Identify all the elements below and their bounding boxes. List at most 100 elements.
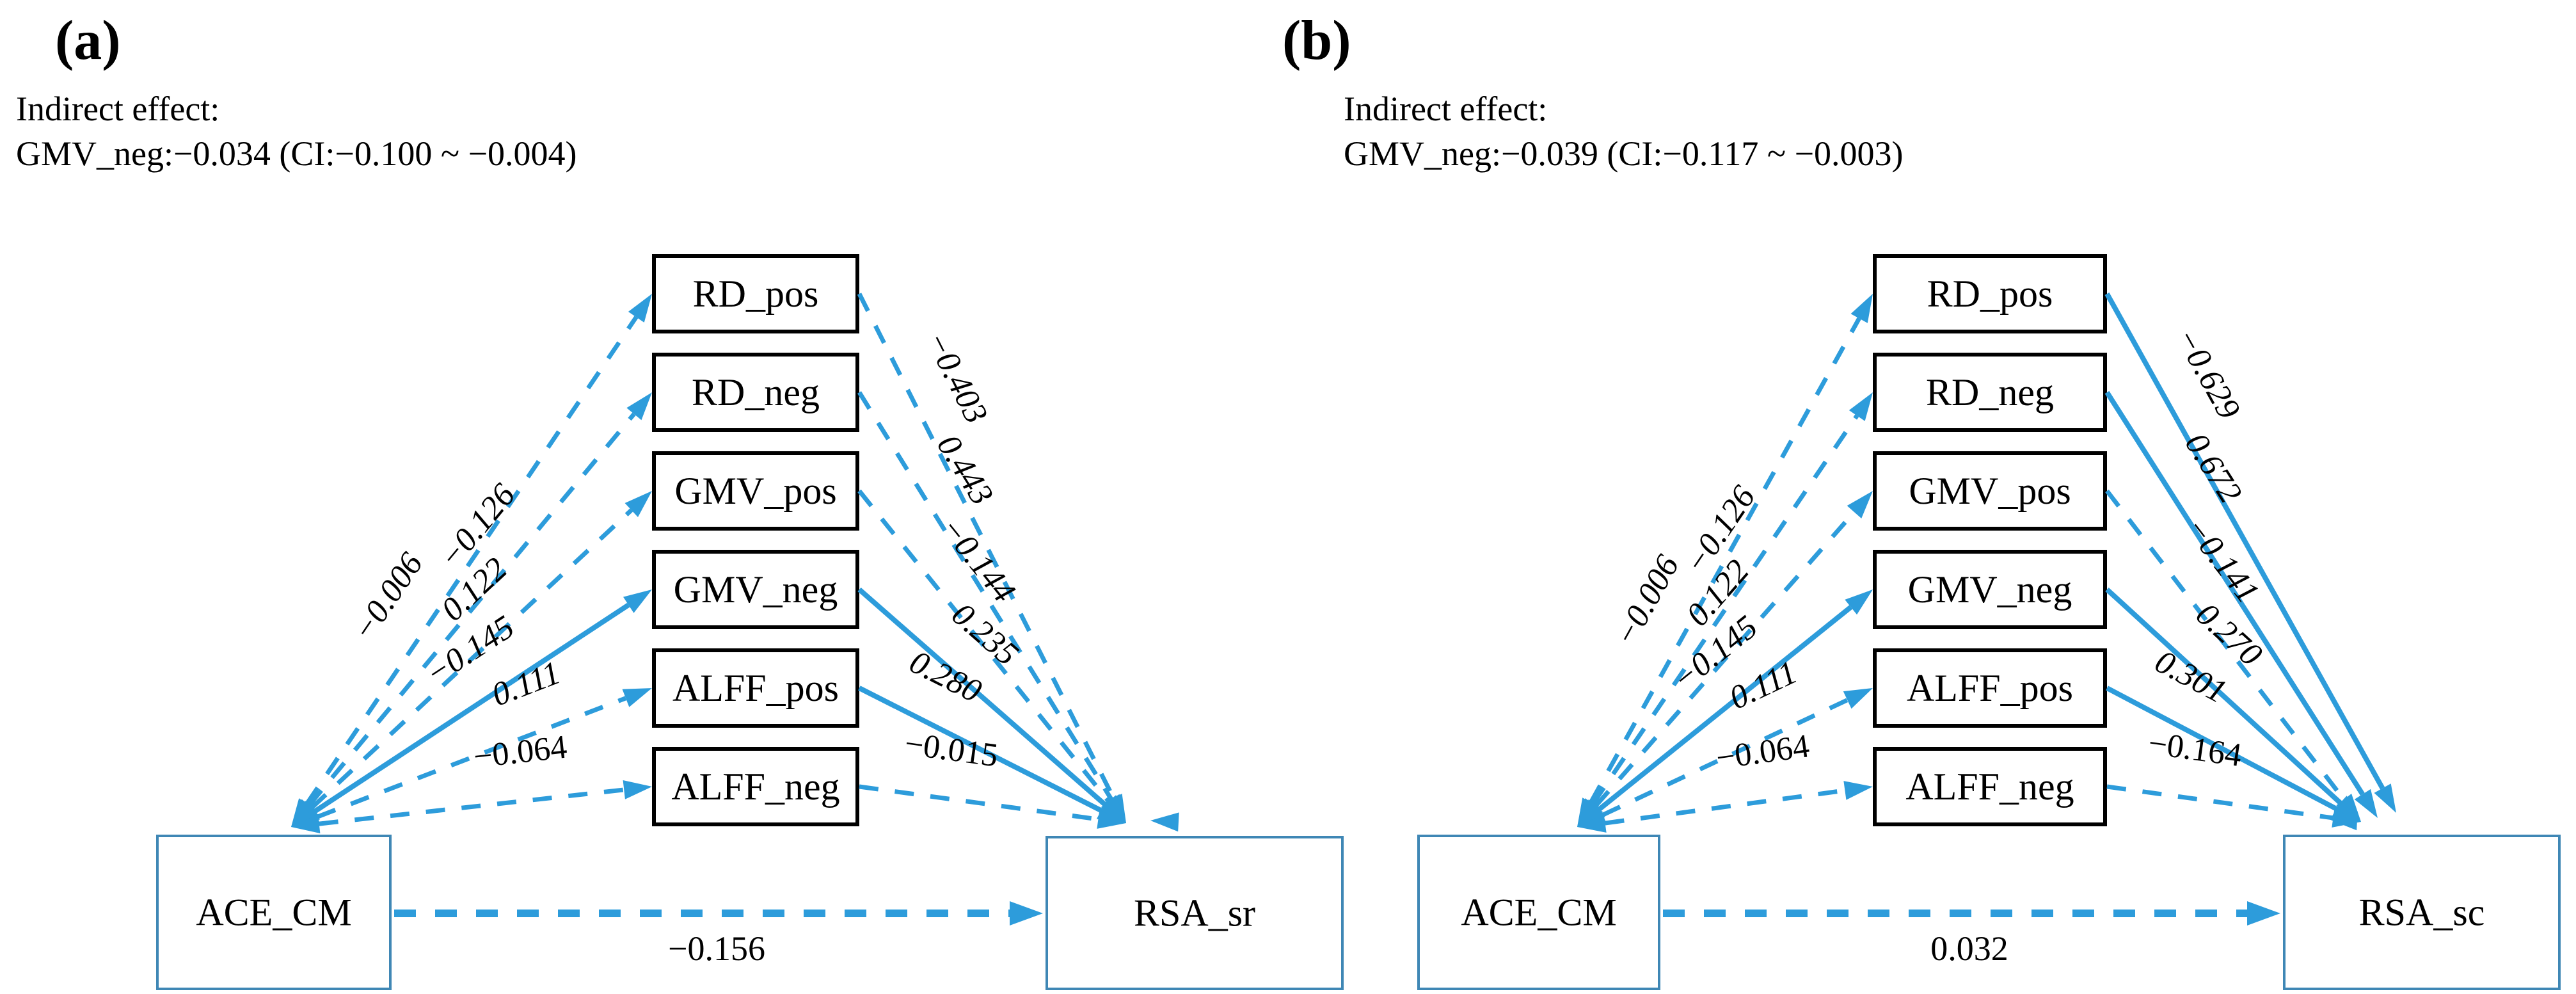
arrowhead-icon bbox=[623, 589, 652, 613]
mediator-label: ALFF_pos bbox=[1907, 667, 2073, 709]
direct-path-label: −0.156 bbox=[668, 929, 765, 968]
arrowhead-icon bbox=[622, 688, 652, 707]
arrowhead-icon bbox=[1850, 294, 1873, 323]
a-path-label: −0.006 bbox=[1607, 549, 1687, 652]
b-path-label: −0.015 bbox=[902, 725, 1000, 774]
arrowhead-icon bbox=[624, 491, 652, 517]
mediator-label: ALFF_pos bbox=[672, 667, 839, 709]
a-path-line bbox=[1594, 510, 1856, 808]
a-path-line bbox=[305, 316, 639, 805]
panel-b: (b) Indirect effect: GMV_neg:−0.039 (CI:−0… bbox=[1282, 10, 2561, 990]
a-path-line bbox=[307, 412, 636, 807]
b-path-line bbox=[2105, 588, 2342, 805]
b-path-label: 0.235 bbox=[945, 596, 1026, 673]
predictor-box bbox=[156, 835, 392, 990]
arrowhead-icon bbox=[1845, 589, 1873, 615]
b-path-line bbox=[2105, 489, 2346, 801]
arrowhead-icon bbox=[1577, 814, 1607, 833]
panel-a: (a)Indirect effect:GMV_neg:−0.034 (CI:−0… bbox=[16, 10, 1344, 990]
arrowhead-icon bbox=[291, 814, 321, 834]
a-path-label: −0.064 bbox=[1714, 728, 1812, 776]
a-path-label: 0.111 bbox=[487, 655, 565, 714]
b-path-line bbox=[2106, 685, 2337, 812]
b-path-line bbox=[857, 489, 1111, 803]
b-path-line bbox=[859, 784, 1099, 822]
b-path-line bbox=[858, 685, 1102, 813]
direct-path-label: 0.032 bbox=[1930, 929, 2008, 968]
mediator-box bbox=[652, 254, 859, 333]
outcome-box bbox=[1046, 836, 1344, 990]
mediator-label: ALFF_neg bbox=[1905, 766, 2074, 808]
b-path-label: −0.403 bbox=[918, 326, 994, 429]
indirect-effect-line1: Indirect effect: bbox=[1344, 90, 1547, 128]
mediator-box bbox=[652, 550, 859, 629]
b-path-line bbox=[2106, 784, 2334, 821]
indirect-effect-line2: GMV_neg:−0.034 (CI:−0.100 ~ −0.004) bbox=[16, 134, 577, 173]
b-path-label: 0.672 bbox=[2178, 427, 2249, 509]
arrowhead-icon bbox=[1843, 688, 1873, 709]
mediator-label: RD_pos bbox=[693, 273, 819, 315]
indirect-effect-line2: GMV_neg:−0.039 (CI:−0.117 ~ −0.003) bbox=[1344, 134, 1904, 173]
mediator-label: RD_neg bbox=[1926, 371, 2054, 413]
mediator-box bbox=[1873, 648, 2107, 728]
mediator-box bbox=[1873, 353, 2107, 432]
a-path-line bbox=[313, 602, 630, 814]
a-path-line bbox=[310, 508, 633, 810]
mediator-box bbox=[1873, 747, 2107, 826]
arrowhead-icon bbox=[1847, 491, 1873, 518]
mediator-box bbox=[652, 648, 859, 728]
arrowhead-icon bbox=[623, 780, 652, 799]
indirect-effect-line1: Indirect effect: bbox=[16, 90, 219, 128]
reverse-arrowhead-icon bbox=[2329, 811, 2358, 831]
arrowhead-icon bbox=[1097, 810, 1126, 829]
predictor-label: ACE_CM bbox=[196, 892, 351, 934]
mediator-label: RD_pos bbox=[1927, 273, 2053, 315]
a-path-line bbox=[319, 787, 624, 826]
a-path-label: −0.126 bbox=[432, 477, 522, 575]
mediator-label: GMV_neg bbox=[1908, 568, 2072, 611]
arrowhead-icon bbox=[628, 294, 652, 323]
outcome-label: RSA_sc bbox=[2359, 892, 2485, 934]
arrowhead-icon bbox=[1849, 392, 1873, 421]
a-path-line bbox=[1602, 698, 1849, 817]
b-path-label: 0.280 bbox=[904, 644, 987, 710]
b-path-label: 0.301 bbox=[2149, 643, 2232, 710]
b-path-line bbox=[857, 587, 1107, 807]
a-path-line bbox=[1605, 788, 1845, 826]
mediator-box bbox=[652, 451, 859, 531]
arrowhead-icon bbox=[1843, 781, 1873, 800]
arrowhead-icon bbox=[2354, 789, 2378, 818]
a-path-label: −0.064 bbox=[472, 729, 569, 776]
mediator-label: RD_neg bbox=[692, 371, 820, 413]
arrowhead-icon bbox=[626, 392, 652, 421]
direct-arrowhead-icon bbox=[2247, 901, 2280, 926]
b-path-line bbox=[2104, 293, 2385, 790]
direct-arrowhead-icon bbox=[1010, 901, 1043, 926]
mediator-box bbox=[1873, 451, 2107, 531]
predictor-box bbox=[1417, 835, 1660, 990]
a-path-label: −0.006 bbox=[346, 547, 430, 648]
mediator-label: GMV_pos bbox=[674, 470, 836, 512]
mediator-box bbox=[652, 353, 859, 432]
mediator-label: GMV_pos bbox=[1909, 470, 2071, 512]
a-path-line bbox=[1591, 414, 1859, 805]
panel-label: (b) bbox=[1282, 10, 1351, 72]
mediator-label: ALFF_neg bbox=[671, 766, 839, 808]
outcome-label: RSA_sr bbox=[1134, 892, 1255, 934]
b-path-label: −0.629 bbox=[2168, 323, 2247, 426]
b-path-label: −0.164 bbox=[2146, 725, 2244, 774]
predictor-label: ACE_CM bbox=[1461, 892, 1616, 934]
a-path-line bbox=[1597, 605, 1853, 812]
b-path-line bbox=[2104, 390, 2365, 796]
mediator-box bbox=[1873, 254, 2107, 333]
mediator-box bbox=[1873, 550, 2107, 629]
b-path-line bbox=[857, 391, 1113, 801]
a-path-label: 0.111 bbox=[1724, 654, 1802, 717]
mediator-label: GMV_neg bbox=[674, 568, 838, 611]
arrowhead-icon bbox=[2374, 783, 2396, 813]
outcome-box bbox=[2283, 835, 2561, 990]
mediator-box bbox=[652, 747, 859, 826]
b-path-label: 0.443 bbox=[930, 428, 1000, 511]
